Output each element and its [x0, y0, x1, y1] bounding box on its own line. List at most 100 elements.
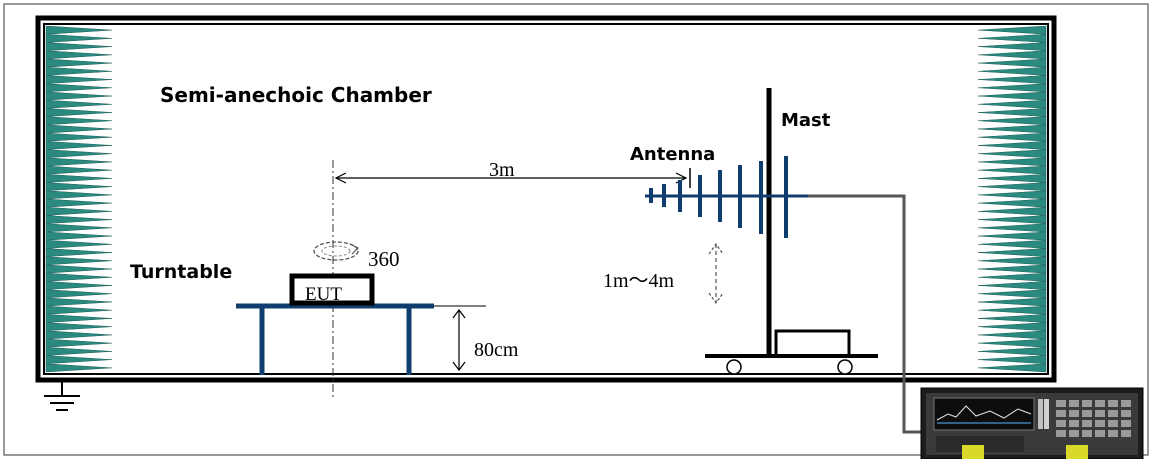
absorber-cone	[977, 141, 1047, 150]
chamber-wall-inner	[43, 23, 1049, 375]
eut-box	[289, 273, 375, 306]
absorber-cone	[977, 91, 1047, 101]
absorber-cone	[977, 272, 1047, 282]
absorber-cone	[45, 264, 113, 274]
absorber-cone	[977, 108, 1047, 117]
antenna-label: Antenna	[630, 144, 715, 165]
absorber-cone	[45, 157, 113, 167]
absorber-cone	[977, 42, 1047, 51]
absorber-cone	[977, 58, 1047, 68]
absorber-cone	[977, 256, 1047, 266]
absorber-cone	[977, 347, 1047, 356]
mast-base-box	[774, 329, 851, 358]
analyzer-key	[1095, 400, 1105, 407]
rotation-label: 360	[368, 247, 400, 271]
absorber-cone	[45, 322, 113, 332]
absorber-cone	[977, 239, 1047, 249]
absorber-cone	[977, 182, 1047, 192]
absorber-cone	[977, 50, 1047, 60]
absorber-cone	[977, 248, 1047, 257]
absorber-cone	[977, 330, 1047, 340]
absorber-cone	[45, 330, 113, 340]
absorber-cone	[977, 33, 1047, 43]
absorber-cone	[45, 165, 113, 175]
turntable-label: Turntable	[130, 261, 232, 283]
absorber-cone	[977, 314, 1047, 323]
analyzer-key	[1069, 410, 1079, 417]
absorber-cone	[977, 297, 1047, 307]
table-height-dimension	[434, 305, 486, 371]
absorber-cone	[45, 206, 113, 216]
antenna	[645, 156, 808, 238]
absorber-cone	[45, 223, 113, 233]
ground-icon	[44, 380, 80, 411]
absorber-cone	[45, 99, 113, 109]
absorber-cone	[45, 91, 113, 101]
absorber-cone	[45, 198, 113, 208]
absorber-cone	[45, 50, 113, 60]
absorber-cone	[45, 355, 113, 365]
absorber-cone	[45, 281, 113, 290]
analyzer-keypad	[1056, 400, 1131, 437]
spectrum-analyzer-icon	[920, 387, 1144, 459]
analyzer-key	[1069, 400, 1079, 407]
absorber-cone	[45, 124, 113, 134]
rotation-arrow-icon	[313, 241, 360, 261]
absorber-cone	[45, 363, 113, 373]
absorber-cone	[977, 305, 1047, 315]
absorber-cone	[45, 132, 113, 142]
absorber-cone	[45, 42, 113, 51]
analyzer-key	[1108, 410, 1118, 417]
absorber-cone	[45, 33, 113, 43]
absorber-cone	[977, 264, 1047, 274]
absorber-cone	[977, 190, 1047, 200]
absorber-cone	[45, 347, 113, 356]
analyzer-key	[1082, 430, 1092, 437]
absorber-cone	[977, 75, 1047, 84]
analyzer-key	[1082, 400, 1092, 407]
absorber-cone	[977, 231, 1047, 241]
absorber-cone	[977, 198, 1047, 208]
absorber-cone	[45, 256, 113, 266]
analyzer-key	[1121, 420, 1131, 427]
absorber-cone	[977, 116, 1047, 126]
analyzer-key	[1121, 410, 1131, 417]
absorber-cone	[45, 297, 113, 307]
absorber-cone	[45, 58, 113, 68]
analyzer-key	[1056, 400, 1066, 407]
analyzer-key	[1108, 430, 1118, 437]
analyzer-key	[1069, 420, 1079, 427]
absorber-cone	[977, 66, 1047, 76]
mast-label: Mast	[781, 110, 831, 131]
absorber-cone	[977, 124, 1047, 134]
absorber-cone	[45, 215, 113, 224]
analyzer-key	[1108, 420, 1118, 427]
absorber-cone	[977, 223, 1047, 233]
absorber-cone	[977, 83, 1047, 93]
absorber-cone	[977, 322, 1047, 332]
absorber-cone	[45, 190, 113, 200]
analyzer-key	[1056, 410, 1066, 417]
absorber-cone	[977, 99, 1047, 109]
absorber-cone	[977, 157, 1047, 167]
absorber-cone	[977, 338, 1047, 348]
absorber-cone	[45, 149, 113, 159]
analyzer-key	[1095, 420, 1105, 427]
analyzer-key	[1082, 410, 1092, 417]
absorber-cone	[977, 25, 1047, 35]
absorber-cone	[977, 363, 1047, 373]
absorber-cone	[977, 165, 1047, 175]
absorber-cone	[45, 182, 113, 192]
absorber-cone	[977, 149, 1047, 159]
mast-wheel-left	[726, 359, 742, 375]
eut-label: EUT	[305, 284, 342, 305]
mast	[705, 88, 878, 375]
absorber-cone	[45, 25, 113, 35]
absorber-cone	[45, 83, 113, 93]
absorber-cone	[45, 305, 113, 315]
absorber-cone	[45, 289, 113, 299]
absorber-cone	[977, 215, 1047, 224]
analyzer-key	[1069, 430, 1079, 437]
analyzer-key	[1108, 400, 1118, 407]
